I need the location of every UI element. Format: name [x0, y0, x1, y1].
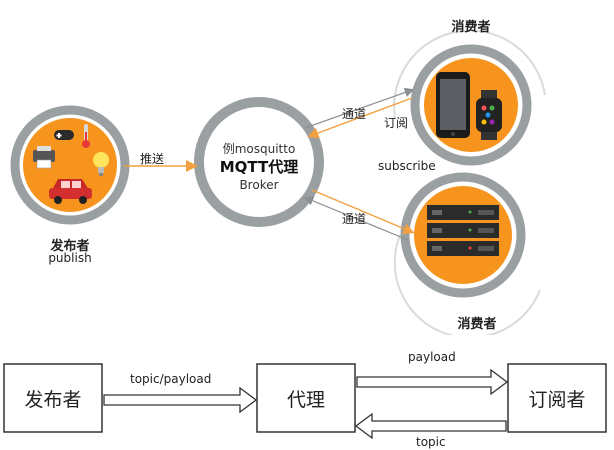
mqtt-architecture-diagram: [10, 29, 546, 335]
subscriber-box: 订阅者: [528, 388, 586, 411]
subscribe-label: 订阅: [384, 116, 409, 130]
publisher-subtitle: publish: [48, 251, 92, 265]
publisher-box: 发布者: [24, 388, 82, 411]
mqtt-flow-diagram: [3, 363, 607, 440]
car-icon: [49, 179, 92, 204]
channel-top-label: 通道: [342, 107, 367, 121]
push-label: 推送: [140, 152, 165, 166]
topic-label: topic: [416, 435, 446, 449]
consumer-top-node: [410, 44, 532, 166]
printer-icon: [33, 146, 55, 169]
consumer-top-title: 消费者: [451, 20, 491, 35]
consumer-bottom-node: [400, 172, 526, 298]
broker-subtitle: Broker: [239, 178, 279, 192]
broker-title: MQTT代理: [219, 158, 299, 176]
smartwatch-icon: [476, 90, 502, 140]
publisher-box-frame: [3, 363, 103, 433]
thermometer-icon: [82, 124, 90, 148]
broker-box: 代理: [286, 388, 325, 411]
channel-bottom-arrow-gray: [303, 196, 409, 241]
topic-payload-arrow: [103, 386, 258, 414]
channel-bottom-label: 通道: [342, 212, 367, 226]
payload-arrow: [356, 368, 509, 396]
light-bulb-icon: [93, 152, 109, 176]
gamepad-icon: [54, 130, 74, 140]
consumer-bottom-title: 消费者: [457, 317, 497, 332]
payload-label: payload: [408, 350, 456, 364]
subscriber-box-frame: [507, 363, 607, 433]
subscribe-en-label: subscribe: [378, 159, 436, 173]
broker-box-frame: [256, 363, 356, 433]
channel-bottom-arrow-orange: [311, 189, 415, 234]
broker-example: 例mosquitto: [222, 142, 296, 156]
publisher-node: [10, 105, 130, 225]
topic-payload-label: topic/payload: [130, 372, 212, 386]
subscribe-arrow: [307, 97, 413, 139]
channel-top-arrow: [304, 87, 415, 129]
server-rack-icon: [427, 205, 499, 256]
broker-node: [194, 97, 324, 227]
smartphone-icon: [436, 72, 470, 138]
topic-arrow: [354, 412, 507, 440]
consumer-top-arc: [393, 29, 546, 119]
consumer-bottom-arc: [393, 234, 541, 335]
publisher-title: 发布者: [50, 239, 90, 254]
